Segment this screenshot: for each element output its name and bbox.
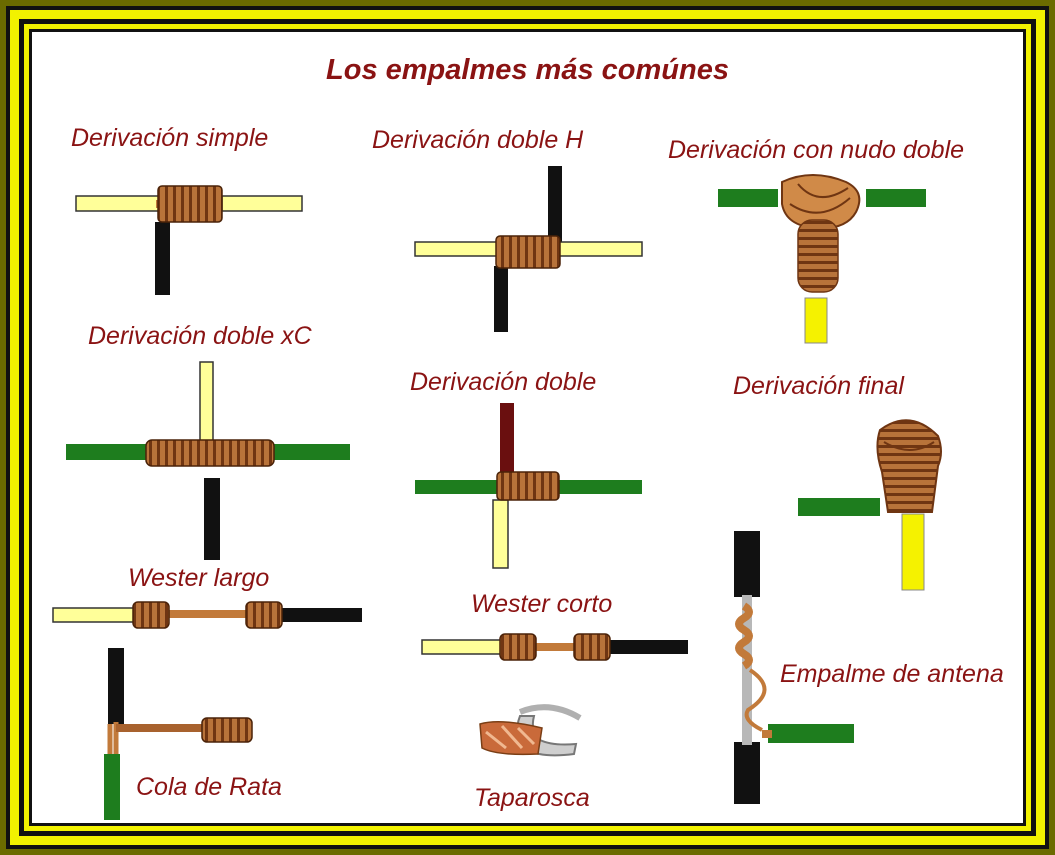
label-derivacion-doble-h: Derivación doble H [372, 126, 584, 154]
label-derivacion-final: Derivación final [733, 372, 904, 400]
splice-derivacion-doble-h [414, 166, 643, 332]
label-derivacion-simple: Derivación simple [71, 124, 269, 152]
page-title: Los empalmes más comúnes [326, 54, 729, 86]
splice-empalme-antena [734, 531, 854, 804]
label-empalme-antena: Empalme de antena [780, 660, 1004, 688]
label-derivacion-doble: Derivación doble [410, 368, 597, 396]
splice-wester-corto [421, 633, 688, 661]
splice-derivacion-nudo-doble [718, 174, 926, 344]
splice-derivacion-doble-xc [66, 361, 350, 560]
label-cola-de-rata: Cola de Rata [136, 773, 282, 801]
label-wester-corto: Wester corto [471, 590, 613, 618]
splice-derivacion-simple [75, 185, 303, 295]
label-derivacion-doble-xc: Derivación doble xC [88, 322, 312, 350]
splice-taparosca [479, 704, 582, 757]
label-wester-largo: Wester largo [128, 564, 270, 592]
splice-wester-largo [52, 601, 362, 629]
label-taparosca: Taparosca [474, 784, 590, 812]
splice-derivacion-doble [415, 403, 642, 569]
splice-cola-de-rata [104, 648, 253, 820]
splice-derivacion-final [798, 419, 942, 591]
label-derivacion-nudo-doble: Derivación con nudo doble [668, 136, 965, 164]
